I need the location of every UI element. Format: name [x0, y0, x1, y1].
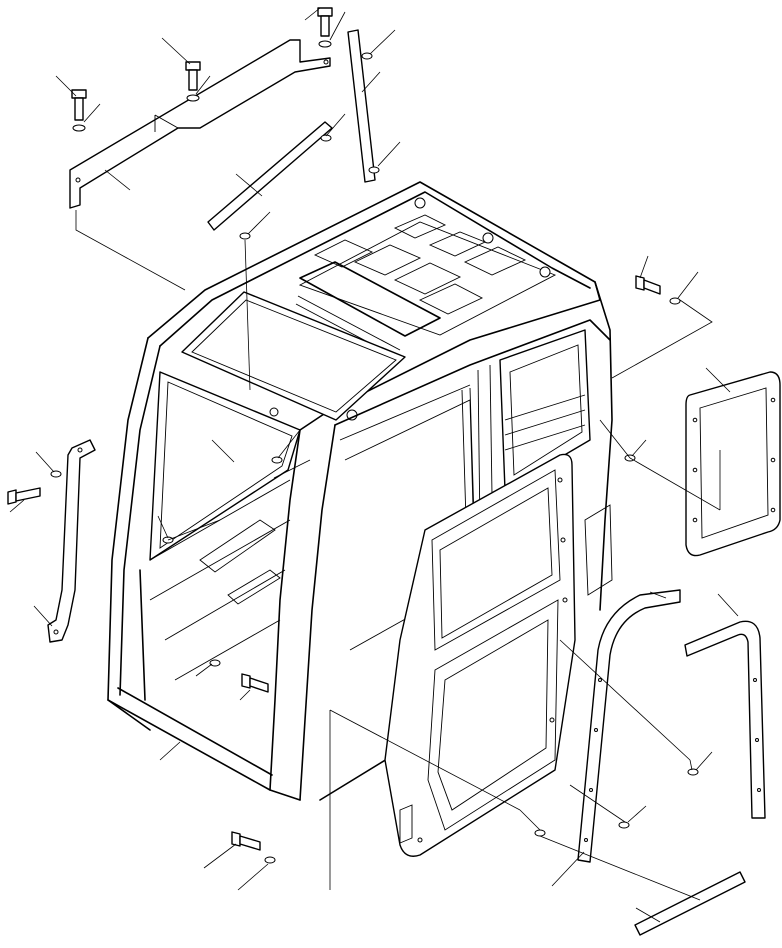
seal-strips: [577, 589, 766, 936]
washer-4: [239, 232, 251, 240]
washer-3: [320, 134, 332, 142]
side-bracket: [47, 439, 96, 643]
bolt-5: [635, 275, 661, 295]
bolt-2: [185, 61, 201, 102]
cab-body: [107, 181, 613, 801]
bolt-6: [241, 673, 269, 693]
side-window-frame: [685, 371, 781, 557]
washer-2: [368, 166, 380, 174]
bolt-3: [317, 7, 333, 48]
leader-lines: [9, 7, 739, 923]
washer-11: [264, 856, 276, 864]
washer-8: [669, 297, 681, 305]
washer-1: [361, 52, 373, 60]
cab-door: [384, 453, 576, 857]
washer-13: [618, 821, 630, 829]
washer-5: [271, 456, 283, 464]
bolt-7: [231, 831, 261, 851]
fasteners: [7, 7, 699, 864]
bolt-1: [71, 89, 87, 132]
washer-10: [209, 659, 221, 667]
washer-14: [687, 768, 699, 776]
washer-12: [534, 829, 546, 837]
bolt-4: [7, 487, 41, 505]
mounting-bracket: [69, 29, 376, 231]
washer-7: [50, 470, 62, 478]
